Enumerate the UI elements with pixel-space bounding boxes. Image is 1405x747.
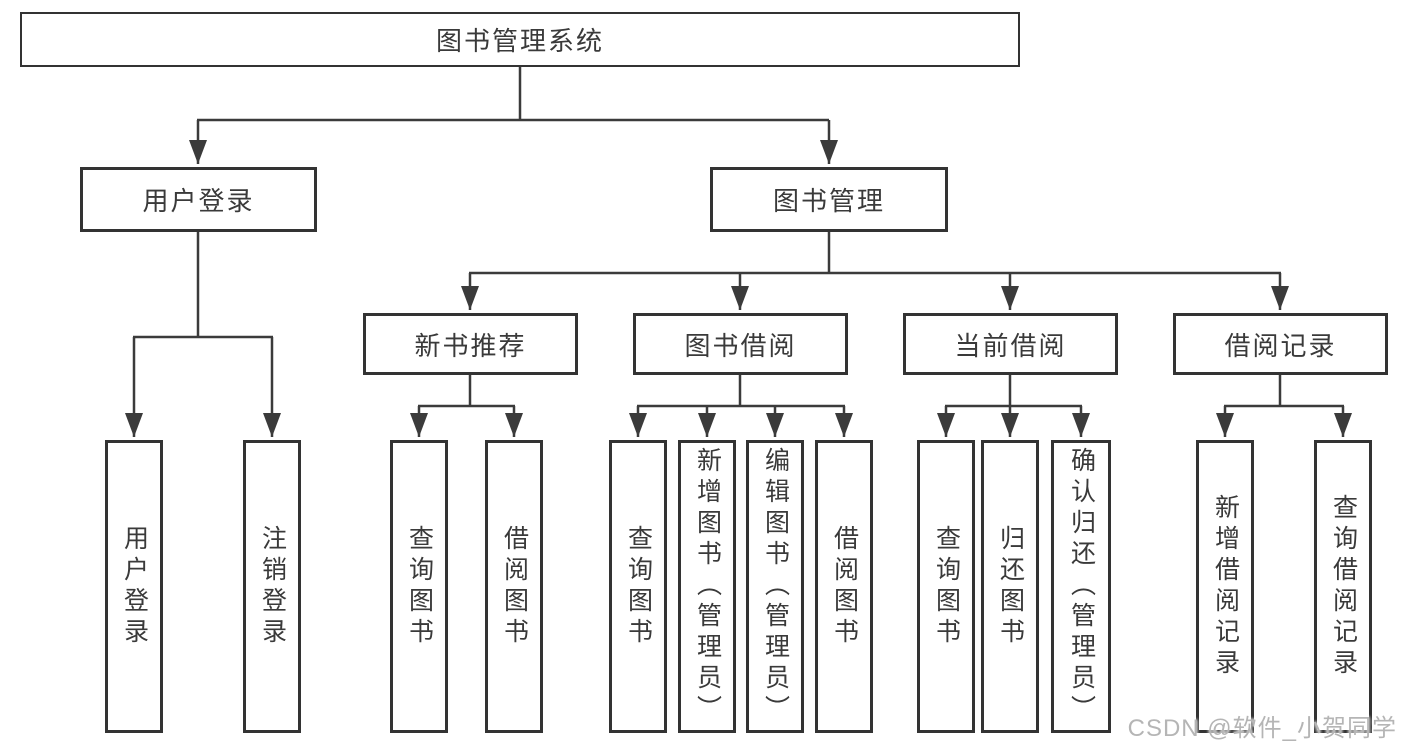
node-label: 注销登录	[258, 524, 287, 649]
node-new-book-recommend: 新书推荐	[363, 313, 578, 375]
node-label: 用户登录	[142, 186, 255, 216]
node-label: 借阅记录	[1224, 330, 1337, 361]
leaf-query-books-borrowing: 查询图书	[609, 440, 667, 733]
node-label: 借阅图书	[830, 524, 859, 649]
node-label: 图书管理	[772, 186, 885, 216]
node-label: 借阅图书	[500, 524, 529, 649]
node-current-borrowing: 当前借阅	[903, 313, 1118, 375]
node-label: 图书借阅	[684, 330, 797, 361]
node-label: 查询图书	[624, 524, 653, 649]
node-label: 新增图书（管理员）	[693, 447, 722, 726]
node-label: 查询图书	[405, 524, 434, 649]
leaf-logout: 注销登录	[243, 440, 301, 733]
leaf-query-books-current: 查询图书	[917, 440, 975, 733]
node-user-login-branch: 用户登录	[80, 167, 317, 232]
node-book-borrowing: 图书借阅	[633, 313, 848, 375]
csdn-watermark: CSDN @软件_小贺同学	[1127, 715, 1397, 742]
leaf-query-books-recommend: 查询图书	[390, 440, 448, 733]
node-label: 新书推荐	[414, 330, 527, 361]
node-book-management-branch: 图书管理	[710, 167, 948, 232]
leaf-add-books-admin: 新增图书（管理员）	[678, 440, 736, 733]
leaf-borrow-books: 借阅图书	[815, 440, 873, 733]
node-label: 编辑图书（管理员）	[761, 447, 790, 726]
node-label: 用户登录	[120, 524, 149, 649]
node-label: 确认归还（管理员）	[1067, 447, 1096, 726]
leaf-borrow-books-recommend: 借阅图书	[485, 440, 543, 733]
node-label: 图书管理系统	[435, 26, 604, 56]
leaf-add-borrow-record: 新增借阅记录	[1196, 440, 1254, 733]
node-label: 当前借阅	[954, 330, 1067, 361]
leaf-return-books: 归还图书	[981, 440, 1039, 733]
node-borrowing-records: 借阅记录	[1173, 313, 1388, 375]
node-label: 查询图书	[932, 524, 961, 649]
node-label: 查询借阅记录	[1329, 493, 1358, 680]
node-library-management-system: 图书管理系统	[20, 12, 1020, 67]
leaf-edit-books-admin: 编辑图书（管理员）	[746, 440, 804, 733]
node-label: 归还图书	[996, 524, 1025, 649]
node-label: 新增借阅记录	[1211, 493, 1240, 680]
leaf-user-login: 用户登录	[105, 440, 163, 733]
leaf-confirm-return-admin: 确认归还（管理员）	[1051, 440, 1111, 733]
leaf-query-borrow-record: 查询借阅记录	[1314, 440, 1372, 733]
